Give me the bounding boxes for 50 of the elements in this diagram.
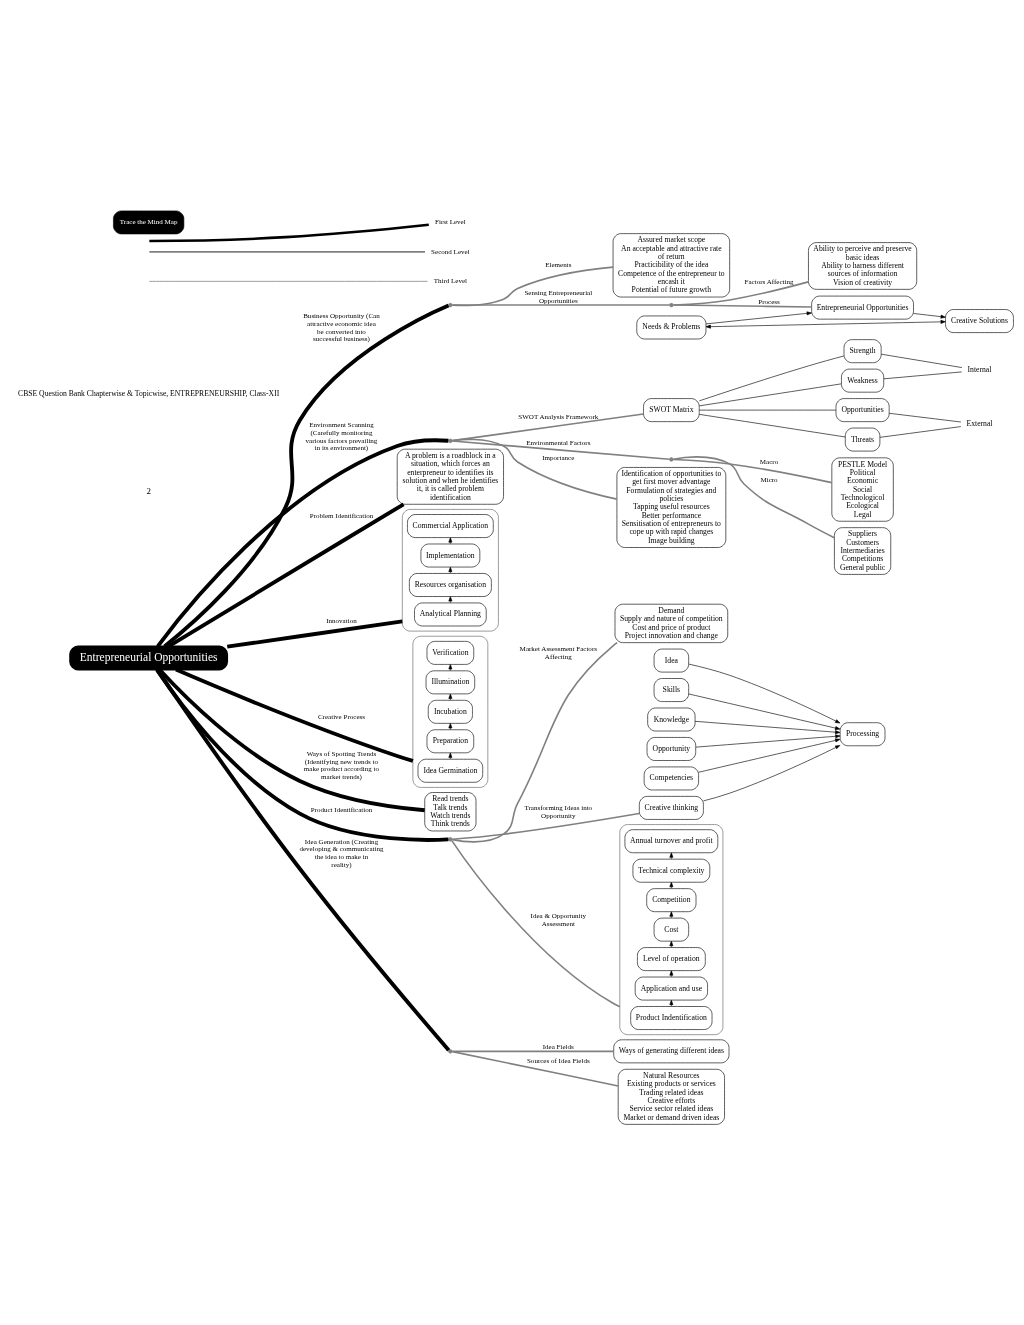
arrow <box>702 745 840 802</box>
arrow <box>688 663 840 724</box>
connector <box>155 438 448 648</box>
node-point <box>447 438 453 443</box>
arrow <box>447 723 452 730</box>
node-point <box>668 302 674 308</box>
connector <box>671 456 835 539</box>
node-box: Entrepreneurial Opportunities <box>68 645 228 671</box>
connector <box>226 619 403 649</box>
connector <box>450 839 621 1008</box>
arrow <box>668 999 673 1007</box>
arrow <box>912 313 946 319</box>
arrow <box>668 911 673 919</box>
cluster <box>618 824 723 1035</box>
arrow <box>668 852 673 860</box>
connector <box>451 1050 619 1087</box>
arrow <box>668 970 673 978</box>
label: 2 <box>145 486 151 497</box>
connector <box>174 667 413 763</box>
arrow <box>447 566 452 574</box>
arrow <box>668 882 673 889</box>
arrow <box>668 940 673 948</box>
connector <box>162 303 449 648</box>
connector <box>451 304 670 306</box>
arrow <box>695 734 840 748</box>
connector <box>157 668 425 813</box>
node-point <box>447 302 453 308</box>
node-point <box>447 1049 453 1054</box>
arrow <box>687 693 840 730</box>
arrow <box>697 738 840 773</box>
connector <box>451 413 644 442</box>
arrow <box>447 537 452 545</box>
arrow <box>447 752 452 760</box>
node-point <box>447 837 453 842</box>
cluster <box>401 509 499 632</box>
arrow <box>447 596 452 604</box>
connector <box>451 440 670 461</box>
connector <box>155 668 450 1052</box>
connector <box>451 641 618 843</box>
connector <box>672 281 809 306</box>
arrow <box>694 721 840 735</box>
arrow <box>705 319 946 329</box>
arrow <box>447 693 452 701</box>
connector <box>154 668 449 842</box>
arrow <box>447 664 452 671</box>
connector <box>451 812 640 840</box>
node-point <box>668 457 674 462</box>
arrow <box>705 311 812 325</box>
connector <box>167 502 405 648</box>
cluster <box>412 635 488 788</box>
